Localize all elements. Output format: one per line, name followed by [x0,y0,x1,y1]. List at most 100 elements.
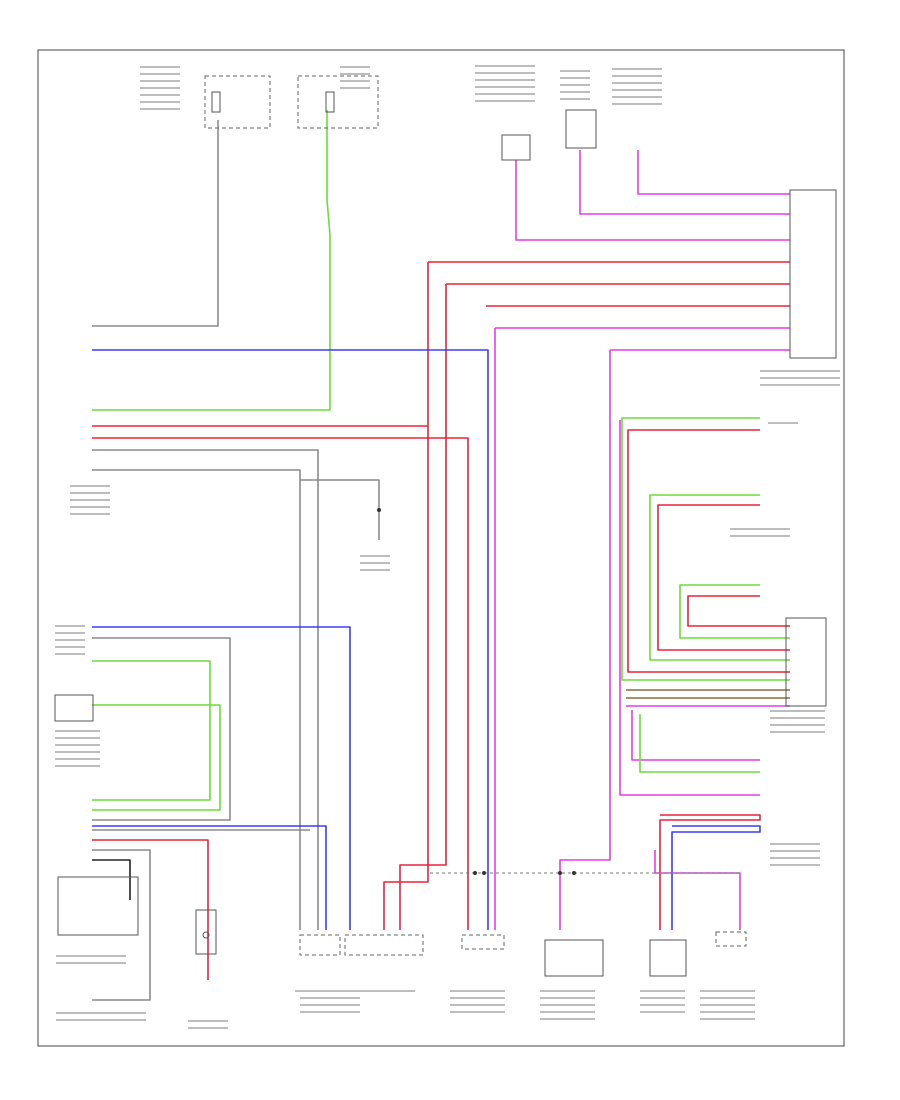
label-block-46 [55,737,100,739]
label-block-26 [612,89,662,91]
label-block-71 [300,1011,360,1013]
label-block-14 [475,79,535,81]
top-sensor-box [565,109,597,149]
wire-blue-15 [92,349,489,930]
wire-pink-4 [579,150,790,215]
label-block-82 [640,997,685,999]
label-block-25 [612,82,662,84]
label-block-47 [55,744,100,746]
bottom-module-1 [299,934,341,956]
label-block-29 [760,370,840,372]
label-block-61 [770,864,820,866]
label-block-28 [612,103,662,105]
wire-gray-28 [92,849,151,1001]
left-component-box [54,694,94,722]
wire-green-1 [92,110,331,411]
label-block-70 [300,1004,360,1006]
fuse-box-left [204,75,271,129]
label-block-75 [450,1011,505,1013]
label-block-3 [140,80,180,82]
label-block-12 [475,65,535,67]
label-block-77 [540,997,595,999]
label-block-22 [560,98,590,100]
wire-red-27 [92,839,209,980]
label-block-6 [140,101,180,103]
label-block-42 [55,639,85,641]
label-block-16 [475,93,535,95]
wire-gray-22 [92,637,231,821]
label-block-52 [730,528,790,530]
connector-block-middle [785,617,827,707]
wire-green-24 [92,704,221,811]
wire-green-40 [639,714,760,773]
label-block-53 [730,535,790,537]
wire-pink-3 [515,160,790,241]
bottom-module-4 [544,939,604,977]
fuse-box-right [297,75,379,129]
label-block-30 [760,377,840,379]
label-block-58 [770,843,820,845]
label-block-34 [70,499,110,501]
label-block-33 [70,492,110,494]
fuse-right [325,91,335,113]
label-block-36 [70,513,110,515]
components [54,75,837,977]
ignition-cord-box [57,876,139,936]
label-block-87 [700,1004,755,1006]
splice-point-2 [558,871,562,875]
wire-pink-5 [637,150,790,195]
label-block-85 [700,990,755,992]
label-block-63 [56,962,126,964]
label-block-59 [770,850,820,852]
label-block-67 [188,1027,228,1029]
wire-red-33 [657,504,790,651]
bottom-module-2 [344,934,424,956]
bottom-module-6 [715,931,747,947]
label-block-41 [55,632,85,634]
label-block-13 [475,72,535,74]
wire-green-23 [92,660,211,801]
label-block-32 [70,485,110,487]
wire-black-29 [92,859,131,900]
label-block-88 [700,1011,755,1013]
label-block-50 [55,765,100,767]
wire-pink-39 [631,710,760,761]
wire-blue-43 [671,825,761,930]
label-block-23 [612,68,662,70]
label-block-90 [295,990,415,992]
label-block-40 [55,625,85,627]
label-block-79 [540,1011,595,1013]
label-block-78 [540,1004,595,1006]
label-block-84 [640,1011,685,1013]
label-block-64 [56,1012,146,1014]
label-block-4 [140,87,180,89]
label-block-35 [70,506,110,508]
wire-green-30 [621,417,790,681]
bottom-module-3 [461,934,505,950]
wire-green-32 [649,494,790,661]
wire-gray-18 [92,449,319,930]
label-block-80 [540,1018,595,1020]
label-block-49 [55,758,100,760]
label-block-73 [450,997,505,999]
wire-pink-44 [654,850,741,930]
wire-blue-21 [92,626,351,930]
label-block-44 [55,653,85,655]
label-block-66 [188,1020,228,1022]
splice-point-4 [482,871,486,875]
label-block-54 [770,710,825,712]
label-block-45 [55,730,100,732]
wire-gray-19 [92,469,301,930]
label-block-38 [360,562,390,564]
wire-gray-2 [92,120,219,327]
bottom-module-5 [649,939,687,977]
wire-green-34 [679,584,790,639]
label-block-55 [770,717,825,719]
label-block-17 [475,100,535,102]
label-block-74 [450,1004,505,1006]
label-block-1 [140,66,180,68]
ground-point-1 [377,508,381,512]
wires-group [92,110,790,1001]
label-block-11 [340,87,370,89]
